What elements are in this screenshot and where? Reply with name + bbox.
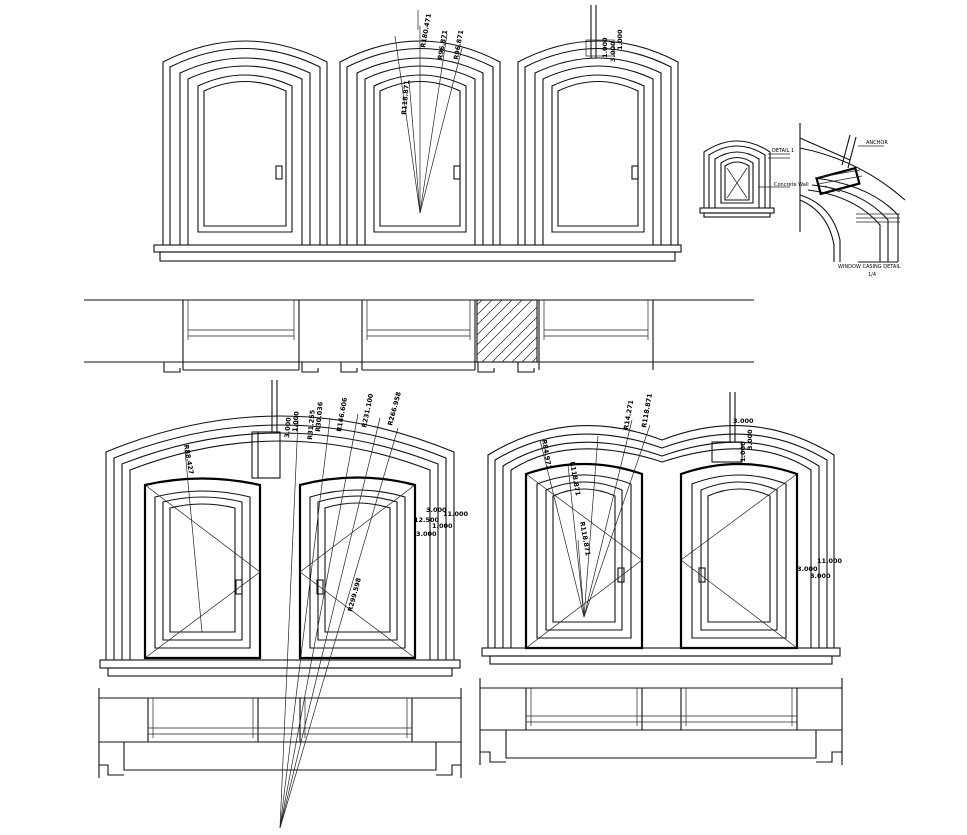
anchor-callout-label: ANCHOR bbox=[866, 140, 888, 146]
dim-top-5: 1.000 bbox=[601, 37, 609, 58]
top-dimension-labels: R180.471 R96.871 R96.871 R118.871 1.000 … bbox=[400, 12, 624, 115]
dim-right-8: 3.000 bbox=[733, 417, 754, 425]
dim-right-4: R118.871 bbox=[640, 392, 654, 428]
bottom-right-dimension-labels: R84.971 R118.871 R14.271 R118.871 R118.8… bbox=[540, 392, 843, 580]
top-window-1 bbox=[162, 40, 328, 245]
small-window-detail: DETAIL 1 Concrete Wall bbox=[699, 140, 809, 218]
dim-left-13: 1.000 bbox=[432, 522, 453, 530]
bottom-right-twin-window bbox=[479, 392, 843, 765]
dim-top-4: R118.871 bbox=[400, 80, 411, 116]
dim-left-5: R30.036 bbox=[314, 401, 325, 432]
dim-top-2: R96.871 bbox=[436, 29, 449, 60]
dim-left-10: 3.000 bbox=[426, 506, 447, 514]
bottom-left-double-window bbox=[98, 380, 462, 829]
top-window-elevations bbox=[153, 5, 682, 262]
dim-top-3: R96.871 bbox=[452, 29, 465, 60]
casing-section-detail: ANCHOR WINDOW CASING DETAIL 1/4 bbox=[799, 123, 906, 278]
dim-left-4: R31.255 bbox=[306, 409, 317, 440]
dim-left-7: R231.100 bbox=[360, 392, 375, 428]
dim-top-6: 3.000 bbox=[609, 41, 617, 62]
top-sill-base bbox=[159, 251, 676, 262]
dim-right-6: 1.000 bbox=[739, 441, 747, 462]
dim-left-6: R146.606 bbox=[335, 396, 349, 432]
dim-right-10: 3.000 bbox=[797, 565, 818, 573]
dim-left-2: 3.000 bbox=[283, 417, 293, 439]
dim-right-2: R118.871 bbox=[568, 461, 582, 497]
top-window-3 bbox=[517, 5, 679, 245]
dim-right-11: 3.000 bbox=[810, 572, 831, 580]
dim-left-3: 1.000 bbox=[291, 411, 301, 433]
concrete-wall-label: Concrete Wall bbox=[774, 182, 809, 188]
detail-1-label: DETAIL 1 bbox=[772, 148, 794, 154]
dim-top-7: 1.000 bbox=[616, 29, 624, 50]
hatched-column bbox=[476, 299, 538, 363]
dim-left-1: R88.427 bbox=[182, 444, 195, 475]
dim-right-3: R14.271 bbox=[622, 399, 635, 430]
section-scale: 1/4 bbox=[868, 272, 876, 278]
dim-right-5: R118.871 bbox=[578, 521, 592, 557]
dim-left-8: R266.958 bbox=[386, 391, 403, 427]
dim-right-7: 3.000 bbox=[746, 429, 754, 450]
dim-top-1: R180.471 bbox=[419, 12, 433, 48]
dim-right-1: R84.971 bbox=[540, 439, 553, 470]
section-caption: WINDOW CASING DETAIL bbox=[838, 264, 901, 270]
top-window-2 bbox=[339, 10, 501, 245]
dim-left-14: 3.000 bbox=[416, 530, 437, 538]
dim-left-11: 11.000 bbox=[443, 510, 469, 518]
top-sill bbox=[153, 244, 682, 253]
dim-right-9: 11.000 bbox=[817, 557, 843, 565]
dim-left-12: 12.500 bbox=[414, 516, 440, 524]
plan-section-strip bbox=[84, 299, 754, 373]
